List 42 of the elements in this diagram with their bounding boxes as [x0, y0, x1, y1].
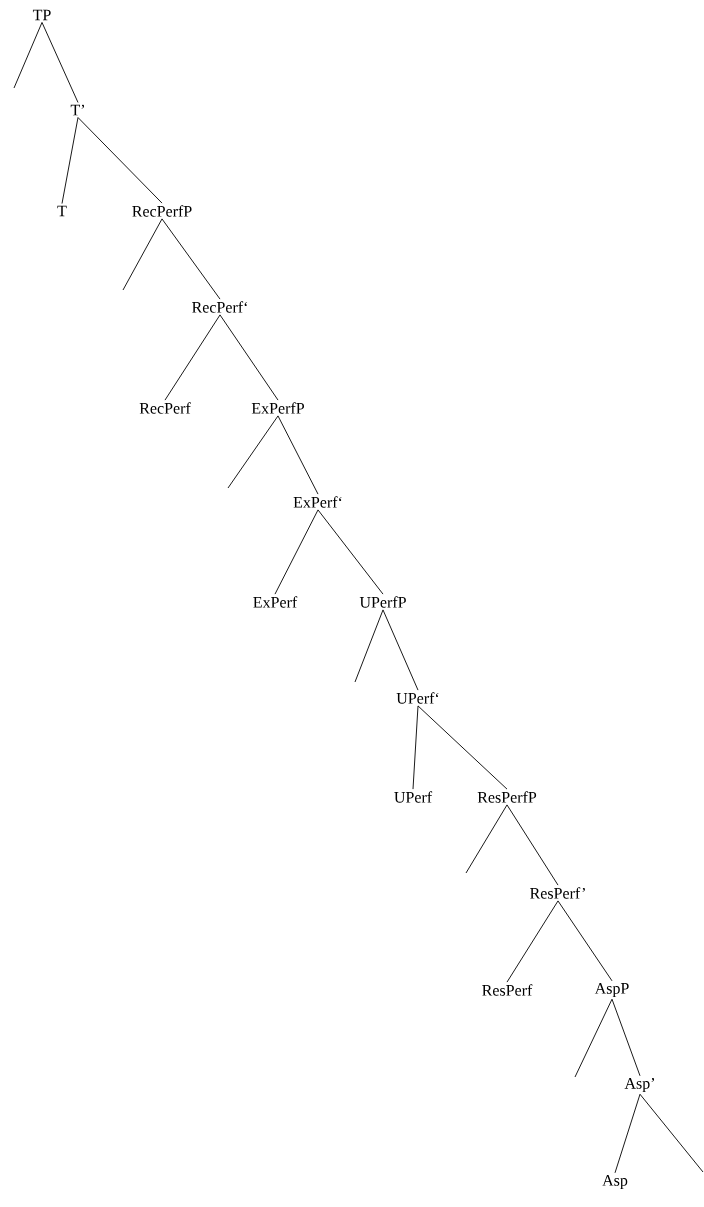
- branch-line: [611, 998, 641, 1077]
- branch-line: [227, 415, 279, 489]
- branch-line: [614, 1093, 641, 1174]
- tree-label: ResPerfP: [477, 791, 537, 803]
- tree-label: T: [57, 205, 67, 217]
- tree-label: Asp: [602, 1175, 628, 1189]
- tree-label: UPerfP: [359, 596, 406, 608]
- tree-label: Asp’: [624, 1078, 654, 1093]
- tree-label: UPerf‘: [396, 692, 439, 704]
- tree-label: ResPerf: [482, 984, 533, 996]
- branch-line: [41, 22, 79, 103]
- branch-line: [61, 117, 79, 204]
- branch-line: [122, 218, 163, 291]
- tree-label: AspP: [594, 983, 629, 997]
- branch-line: [465, 804, 508, 874]
- tree-label: ResPerf’: [530, 887, 585, 899]
- branch-line: [557, 900, 613, 982]
- tree-label: ExPerf: [253, 596, 298, 608]
- branch-line: [13, 22, 43, 89]
- branch-line: [317, 509, 384, 595]
- branch-line: [412, 705, 419, 790]
- branch-line: [354, 609, 384, 683]
- branch-line: [164, 314, 221, 401]
- branch-line: [161, 218, 221, 300]
- branch-line: [639, 1093, 704, 1173]
- tree-label: T’: [70, 104, 84, 116]
- branch-line: [506, 900, 559, 983]
- branch-line: [77, 117, 163, 204]
- tree-label: ExPerfP: [251, 402, 304, 414]
- branch-line: [274, 509, 319, 595]
- branch-line: [506, 804, 559, 886]
- branch-line: [382, 609, 419, 691]
- tree-label: RecPerf: [139, 402, 191, 414]
- tree-label: UPerf: [394, 791, 433, 803]
- branch-line: [219, 314, 279, 401]
- tree-label: TP: [32, 9, 51, 21]
- branch-line: [277, 415, 319, 495]
- tree-label: ExPerf‘: [293, 496, 342, 508]
- branch-line: [417, 705, 508, 790]
- tree-label: RecPerf‘: [192, 301, 248, 313]
- branch-line: [574, 998, 613, 1078]
- tree-label: RecPerfP: [132, 205, 192, 217]
